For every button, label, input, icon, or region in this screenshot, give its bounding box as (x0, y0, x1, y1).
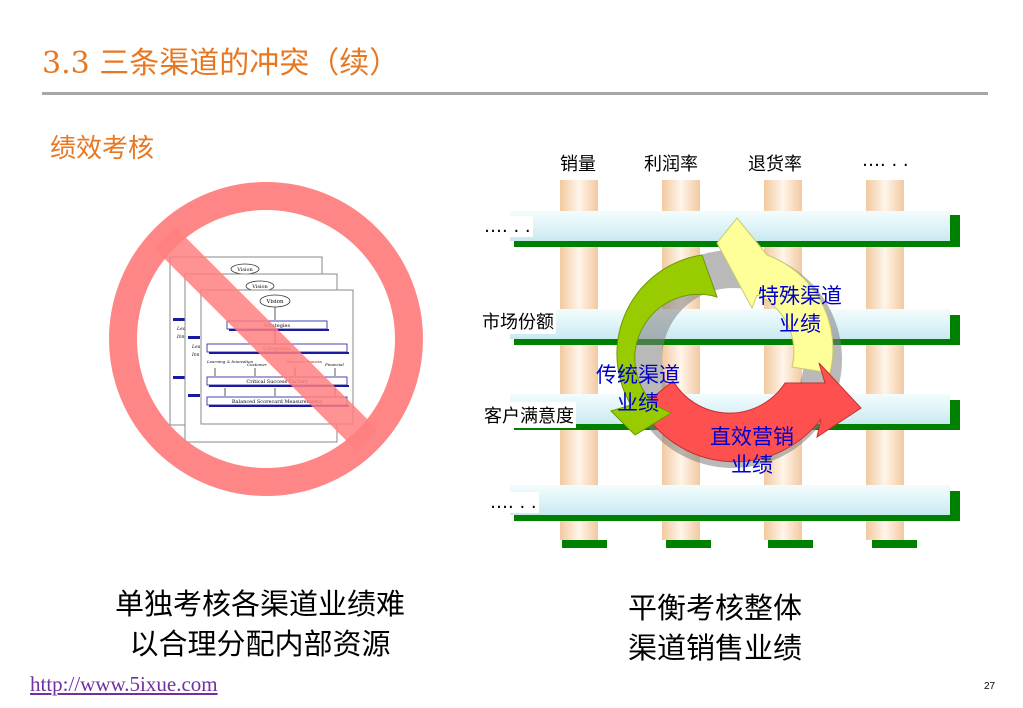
left-caption-line1: 单独考核各渠道业绩难 (114, 587, 405, 621)
direct-label-2: 业绩 (731, 453, 773, 477)
cycle-arrows (610, 217, 862, 468)
row-label-more-bottom: …. . . (488, 492, 539, 513)
column-label-more: …. . . (862, 150, 909, 171)
traditional-channel-arrow (610, 254, 718, 436)
right-caption-line2: 渠道销售业绩 (627, 631, 802, 665)
row-label-market-share: 市场份额 (480, 308, 556, 334)
page-title: 3.3 三条渠道的冲突（续） (42, 46, 400, 81)
special-label-1: 特殊渠道 (758, 284, 842, 308)
svg-text:Lea: Lea (191, 344, 201, 350)
right-caption-line1: 平衡考核整体 (627, 591, 802, 625)
traditional-label-1: 传统渠道 (596, 363, 680, 387)
row-label-satisfaction: 客户满意度 (482, 402, 576, 428)
scorecard-prohibited-illustration: Vision Lea Inn Vision Lea Inn Vision Str… (109, 182, 423, 496)
column-label-sales: 销量 (560, 154, 596, 175)
strategies-text: Strategies (264, 323, 291, 329)
tube-4 (510, 485, 950, 515)
column-label-returns: 退货率 (748, 154, 802, 175)
svg-text:Lea: Lea (176, 326, 186, 332)
right-caption: 平衡考核整体 渠道销售业绩 (580, 588, 850, 668)
row-label-more-top: …. . . (482, 216, 533, 237)
column-label-profit: 利润率 (644, 154, 698, 175)
svg-text:Inn: Inn (176, 334, 185, 340)
special-channel-arrow (716, 217, 834, 374)
back2-vision-text: Vision (251, 284, 268, 290)
front-vision-text: Vision (265, 299, 284, 305)
tube-2 (510, 309, 950, 339)
footer-link[interactable]: http://www.5ixue.com (30, 672, 218, 696)
left-caption: 单独考核各渠道业绩难 以合理分配内部资源 (85, 584, 435, 664)
prohibition-slash (154, 227, 378, 451)
traditional-label-2: 业绩 (617, 391, 659, 415)
special-label-2: 业绩 (779, 312, 821, 336)
svg-text:Financial: Financial (324, 362, 344, 367)
csf-text: Critical Success Factors (246, 379, 308, 385)
channel-performance-grid: 特殊渠道 业绩 传统渠道 业绩 直效营销 业绩 (510, 180, 960, 548)
bsm-text: Balanced Scorecard Measurements (232, 399, 323, 405)
section-title: 绩效考核 (50, 134, 155, 164)
svg-text:Learning & Innovation: Learning & Innovation (206, 359, 253, 364)
left-caption-line2: 以合理分配内部资源 (129, 627, 391, 661)
page-number: 27 (984, 681, 996, 692)
title-divider (42, 92, 988, 95)
prohibition-ring (109, 182, 423, 496)
back1-vision-text: Vision (236, 267, 253, 273)
svg-text:Customer: Customer (247, 362, 268, 367)
direct-marketing-arrow (640, 362, 862, 463)
svg-text:Inn: Inn (191, 352, 200, 358)
direct-label-1: 直效营销 (710, 425, 794, 449)
